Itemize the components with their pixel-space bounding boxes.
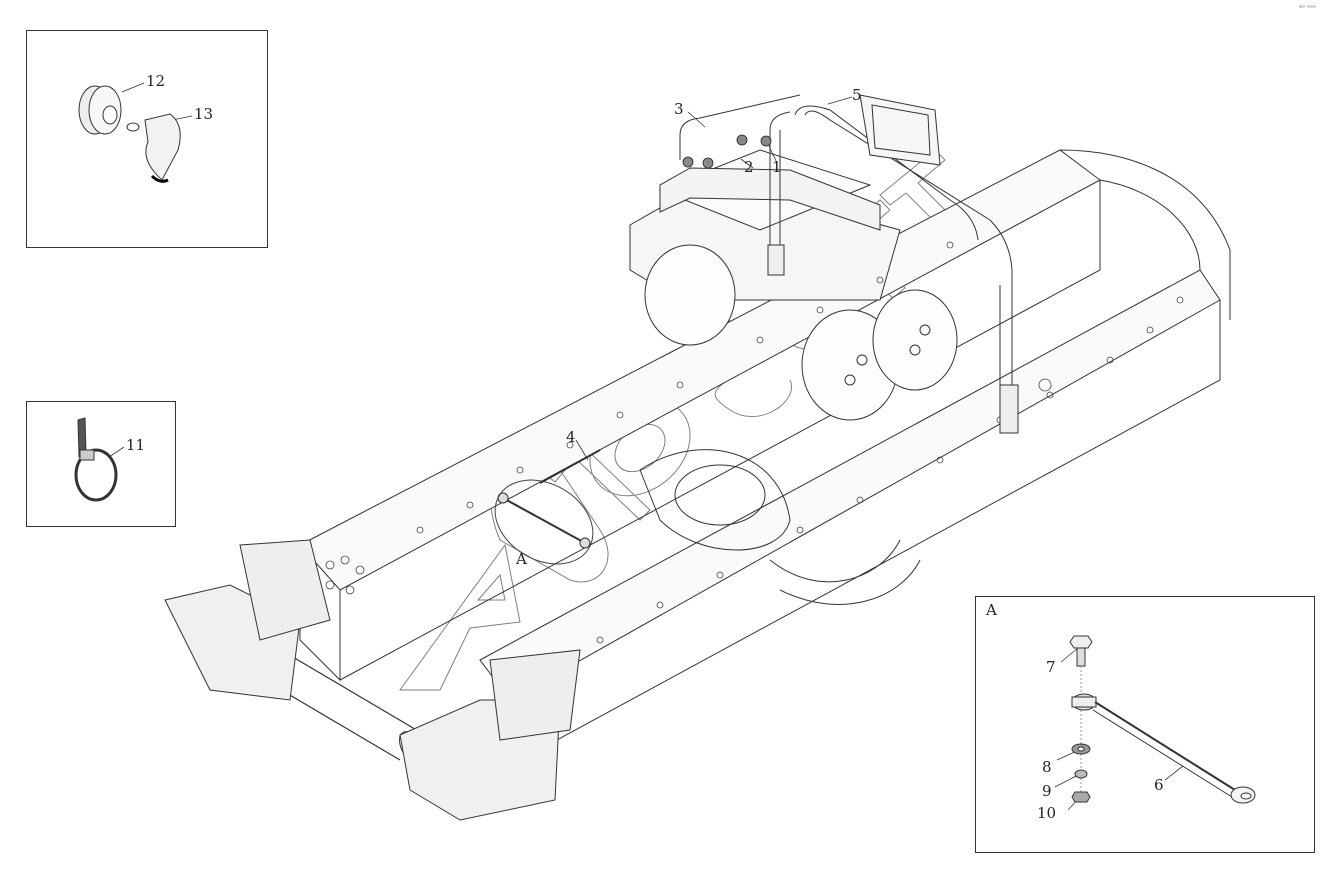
callout-8: 8 xyxy=(1042,758,1052,776)
callout-2: 2 xyxy=(744,158,754,176)
callout-9: 9 xyxy=(1042,782,1052,800)
detail-ref-a-main: A xyxy=(516,550,527,568)
callout-1: 1 xyxy=(772,158,782,176)
inset-pulley-clip-drawing xyxy=(78,85,181,183)
callout-3: 3 xyxy=(674,100,684,118)
callout-12: 12 xyxy=(146,72,166,90)
battery-box xyxy=(659,94,1019,434)
callout-13: 13 xyxy=(194,105,214,123)
detail-ref-a-inset: A xyxy=(986,601,997,619)
callout-6: 6 xyxy=(1154,776,1164,794)
callout-11: 11 xyxy=(126,436,146,454)
chassis-frame xyxy=(164,149,1231,821)
frame-holes xyxy=(325,241,1184,644)
inset-a-link-rod-drawing xyxy=(1069,635,1256,804)
corner-mark: ᵒᵒ ᵒᵒᵒ xyxy=(1299,4,1316,12)
callout-5: 5 xyxy=(852,86,862,104)
callout-7: 7 xyxy=(1046,658,1056,676)
callout-10: 10 xyxy=(1037,804,1057,822)
inset-pulley-clip xyxy=(26,30,268,248)
battery-terminal-knobs xyxy=(682,134,772,169)
stabilizer-rod xyxy=(494,449,601,565)
inset-band-clamp-drawing xyxy=(74,417,118,502)
callout-4: 4 xyxy=(566,428,576,446)
inset-band-clamp xyxy=(26,401,176,527)
inset-detail-a xyxy=(975,596,1315,853)
air-tanks xyxy=(644,244,958,421)
